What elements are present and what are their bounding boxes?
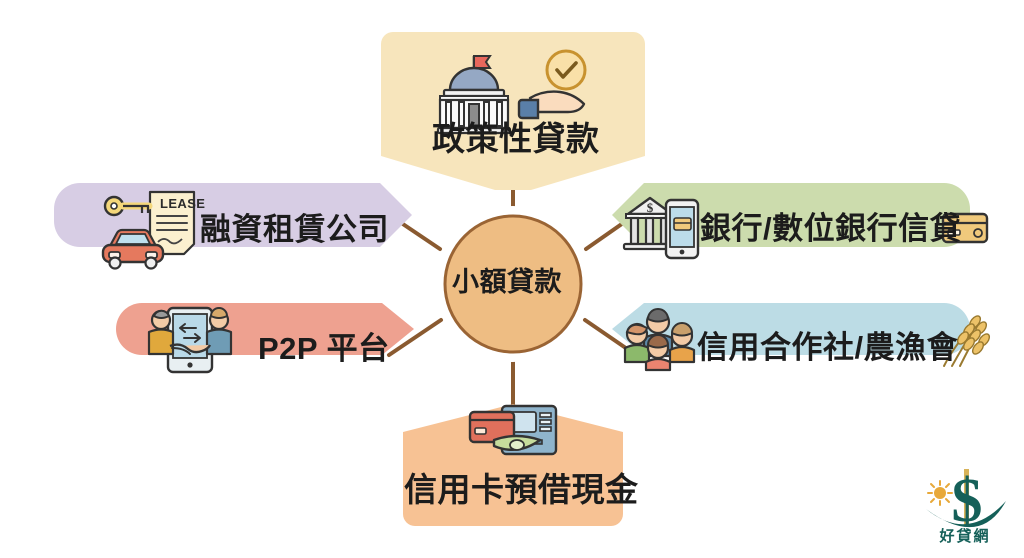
wheat-icon <box>943 315 991 367</box>
node-label-card-cash-advance: 信用卡預借現金 <box>404 471 639 508</box>
logo-swoosh <box>926 501 1006 528</box>
brand-name: 好貸網 <box>939 528 991 545</box>
lease-document-text: LEASE <box>160 196 205 211</box>
node-shape-bank-credit[interactable] <box>612 183 970 247</box>
node-shape-credit-cooperative[interactable] <box>612 303 970 355</box>
brand-logo: $ <box>926 467 1006 535</box>
node-label-leasing-company: 融資租賃公司 <box>200 212 389 247</box>
smartphone-icon <box>664 198 700 260</box>
banknote-icon <box>492 434 542 452</box>
hand-with-check-icon <box>517 49 587 120</box>
node-shape-policy-loan[interactable] <box>381 32 645 190</box>
logo-gold-bar <box>964 469 969 525</box>
node-shape-card-cash-advance[interactable] <box>403 404 623 526</box>
node-label-bank-credit: 銀行/數位銀行信貸 <box>700 211 962 246</box>
key-icon <box>103 195 153 217</box>
family-group-icon <box>623 308 696 372</box>
sun-icon <box>927 480 953 506</box>
node-label-policy-loan: 政策性貸款 <box>432 120 600 157</box>
hub-label: 小額貸款 <box>452 267 562 297</box>
node-label-p2p-platform: P2P 平台 <box>258 331 390 366</box>
connector-left-lower <box>387 318 443 357</box>
handshake-tablet-icon <box>147 306 233 374</box>
credit-card-icon <box>941 212 989 244</box>
hub-circle[interactable] <box>443 214 583 354</box>
government-building-icon <box>436 55 512 135</box>
car-icon <box>101 228 165 270</box>
bank-building-icon: $ <box>622 196 678 251</box>
svg-text:LEASE: LEASE <box>160 196 205 211</box>
svg-text:$: $ <box>647 200 654 215</box>
node-label-credit-cooperative: 信用合作社/農漁會 <box>697 330 959 365</box>
credit-card-icon-bottom <box>468 410 516 444</box>
